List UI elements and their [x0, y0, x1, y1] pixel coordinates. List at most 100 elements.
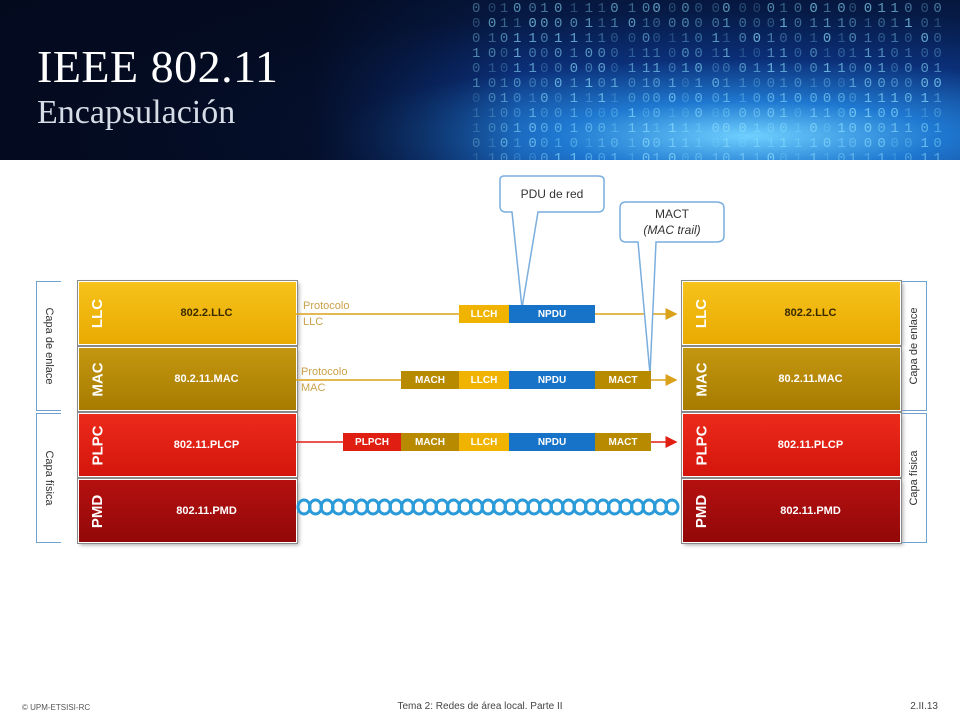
right-layer-mac-text: 80.2.11.MAC — [778, 373, 843, 385]
svg-text:0: 0 — [540, 76, 548, 92]
svg-text:0: 0 — [694, 1, 702, 17]
svg-text:1: 1 — [890, 151, 898, 160]
llc-frame: LLCH NPDU — [459, 305, 595, 323]
svg-text:0: 0 — [877, 76, 885, 92]
svg-text:1: 1 — [681, 121, 689, 137]
svg-text:1: 1 — [681, 61, 689, 77]
svg-text:1: 1 — [809, 106, 817, 122]
svg-text:1: 1 — [570, 91, 578, 107]
svg-text:1: 1 — [823, 106, 831, 122]
svg-text:0: 0 — [722, 106, 730, 122]
svg-text:1: 1 — [779, 1, 787, 17]
svg-text:0: 0 — [694, 31, 702, 47]
right-layer-pmd: PMD 802.11.PMD — [682, 479, 901, 543]
svg-text:0: 0 — [540, 136, 548, 152]
svg-text:0: 0 — [681, 91, 689, 107]
llc-frame-npdu: NPDU — [509, 305, 595, 323]
mac-frame-mact: MACT — [595, 371, 651, 389]
svg-text:1: 1 — [933, 61, 941, 77]
right-layer-mac-name: MAC — [693, 361, 711, 397]
svg-text:1: 1 — [570, 121, 578, 137]
svg-text:0: 0 — [628, 76, 636, 92]
svg-text:1: 1 — [904, 106, 912, 122]
svg-text:0: 0 — [767, 106, 775, 122]
right-layer-plpc-text: 802.11.PLCP — [777, 439, 844, 451]
svg-text:1: 1 — [722, 31, 730, 47]
svg-text:0: 0 — [933, 31, 941, 47]
left-layer-plpc-text: 802.11.PLCP — [173, 439, 240, 451]
svg-text:0: 0 — [837, 1, 845, 17]
svg-text:0: 0 — [933, 106, 941, 122]
svg-text:1: 1 — [779, 136, 787, 152]
svg-text:1: 1 — [711, 31, 719, 47]
svg-text:1: 1 — [848, 151, 856, 160]
mac-frame-mach: MACH — [401, 371, 459, 389]
svg-text:0: 0 — [739, 136, 747, 152]
svg-text:0: 0 — [554, 91, 562, 107]
svg-text:0: 0 — [694, 46, 702, 62]
svg-text:0: 0 — [739, 121, 747, 137]
svg-text:1: 1 — [864, 31, 872, 47]
svg-text:1: 1 — [628, 61, 636, 77]
svg-text:0: 0 — [668, 61, 676, 77]
svg-text:0: 0 — [809, 1, 817, 17]
svg-text:0: 0 — [823, 91, 831, 107]
svg-text:1: 1 — [610, 91, 618, 107]
svg-text:1: 1 — [642, 46, 650, 62]
svg-text:0: 0 — [809, 61, 817, 77]
svg-text:1: 1 — [904, 46, 912, 62]
svg-text:0: 0 — [681, 1, 689, 17]
svg-text:1: 1 — [668, 121, 676, 137]
svg-text:1: 1 — [809, 31, 817, 47]
svg-text:0: 0 — [681, 46, 689, 62]
svg-text:1: 1 — [823, 1, 831, 17]
svg-text:0: 0 — [554, 16, 562, 32]
svg-text:1: 1 — [540, 1, 548, 17]
svg-text:1: 1 — [722, 91, 730, 107]
svg-text:0: 0 — [864, 1, 872, 17]
svg-text:0: 0 — [598, 61, 606, 77]
svg-text:0: 0 — [540, 106, 548, 122]
svg-text:0: 0 — [711, 106, 719, 122]
svg-text:0: 0 — [809, 46, 817, 62]
svg-text:0: 0 — [904, 151, 912, 160]
svg-text:0: 0 — [848, 16, 856, 32]
svg-text:1: 1 — [933, 16, 941, 32]
svg-text:0: 0 — [904, 76, 912, 92]
svg-text:0: 0 — [694, 61, 702, 77]
svg-text:0: 0 — [877, 106, 885, 122]
svg-text:1: 1 — [904, 16, 912, 32]
svg-text:0: 0 — [767, 121, 775, 137]
svg-text:0: 0 — [722, 121, 730, 137]
svg-text:1: 1 — [933, 151, 941, 160]
svg-text:0: 0 — [753, 76, 761, 92]
svg-text:1: 1 — [570, 31, 578, 47]
svg-text:1: 1 — [642, 76, 650, 92]
svg-text:1: 1 — [694, 136, 702, 152]
svg-text:0: 0 — [598, 76, 606, 92]
svg-text:0: 0 — [779, 31, 787, 47]
svg-text:1: 1 — [668, 31, 676, 47]
svg-text:1: 1 — [642, 16, 650, 32]
svg-text:1: 1 — [570, 1, 578, 17]
svg-text:1: 1 — [642, 121, 650, 137]
svg-text:0: 0 — [904, 61, 912, 77]
svg-text:0: 0 — [628, 91, 636, 107]
slide-subtitle: Encapsulación — [37, 94, 236, 131]
svg-text:1: 1 — [779, 16, 787, 32]
svg-text:1: 1 — [668, 76, 676, 92]
svg-text:0: 0 — [722, 1, 730, 17]
svg-text:0: 0 — [598, 151, 606, 160]
right-layer-plpc: PLPC 802.11.PLCP — [682, 413, 901, 477]
svg-text:1: 1 — [890, 1, 898, 17]
svg-text:0: 0 — [585, 151, 593, 160]
svg-text:0: 0 — [711, 136, 719, 152]
svg-text:1: 1 — [809, 16, 817, 32]
svg-text:1: 1 — [823, 151, 831, 160]
svg-text:0: 0 — [694, 151, 702, 160]
svg-text:0: 0 — [877, 121, 885, 137]
svg-text:1: 1 — [598, 16, 606, 32]
svg-text:0: 0 — [739, 61, 747, 77]
